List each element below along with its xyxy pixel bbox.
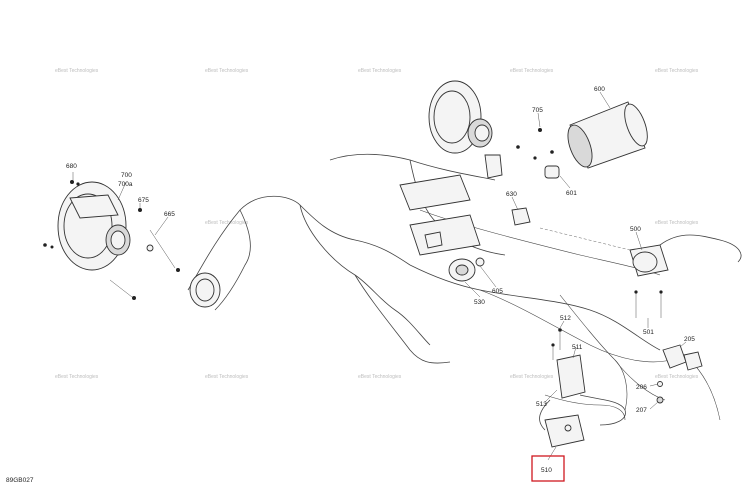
leader-lines <box>72 91 687 461</box>
left-headlight <box>43 180 221 308</box>
callout-206: 206 <box>636 384 647 391</box>
central-module <box>399 174 531 282</box>
watermark: eBest Technologies <box>55 68 99 74</box>
watermark: eBest Technologies <box>655 220 699 226</box>
watermark: eBest Technologies <box>205 374 249 380</box>
watermark: eBest Technologies <box>358 68 402 74</box>
callout-530: 530 <box>474 299 485 306</box>
callout-500: 500 <box>630 226 641 233</box>
watermark: eBest Technologies <box>510 68 554 74</box>
watermarks: eBest Technologies eBest Technologies eB… <box>55 68 699 380</box>
watermark: eBest Technologies <box>55 374 99 380</box>
diagram-code: 89GB027 <box>6 477 34 484</box>
callout-513: 513 <box>536 401 547 408</box>
callout-labels: 680 700 700a 675 665 600 705 601 630 500… <box>66 86 695 482</box>
callout-705: 705 <box>532 107 543 114</box>
callout-675: 675 <box>138 197 149 204</box>
watermark: eBest Technologies <box>205 68 249 74</box>
watermark: eBest Technologies <box>358 374 402 380</box>
callout-501: 501 <box>643 329 654 336</box>
callout-700a: 700a <box>118 181 133 188</box>
watermark: eBest Technologies <box>205 220 249 226</box>
top-headlight <box>428 80 503 179</box>
callout-665: 665 <box>164 211 175 218</box>
callout-630: 630 <box>506 191 517 198</box>
callout-512: 512 <box>560 315 571 322</box>
callout-511: 511 <box>572 344 583 351</box>
callout-207: 207 <box>636 407 647 414</box>
callout-605: 605 <box>492 288 503 295</box>
right-connectors <box>656 344 703 404</box>
cylinder-part <box>516 101 648 179</box>
watermark: eBest Technologies <box>510 374 554 380</box>
callout-601: 601 <box>566 190 577 197</box>
callout-205: 205 <box>684 336 695 343</box>
callout-510-highlight[interactable] <box>531 455 565 482</box>
bracket-assembly <box>539 328 626 448</box>
watermark: eBest Technologies <box>655 68 699 74</box>
callout-680: 680 <box>66 163 77 170</box>
watermark: eBest Technologies <box>655 374 699 380</box>
callout-700: 700 <box>121 172 132 179</box>
callout-510: 510 <box>541 467 552 474</box>
sensor-500 <box>539 227 742 318</box>
callout-600: 600 <box>594 86 605 93</box>
